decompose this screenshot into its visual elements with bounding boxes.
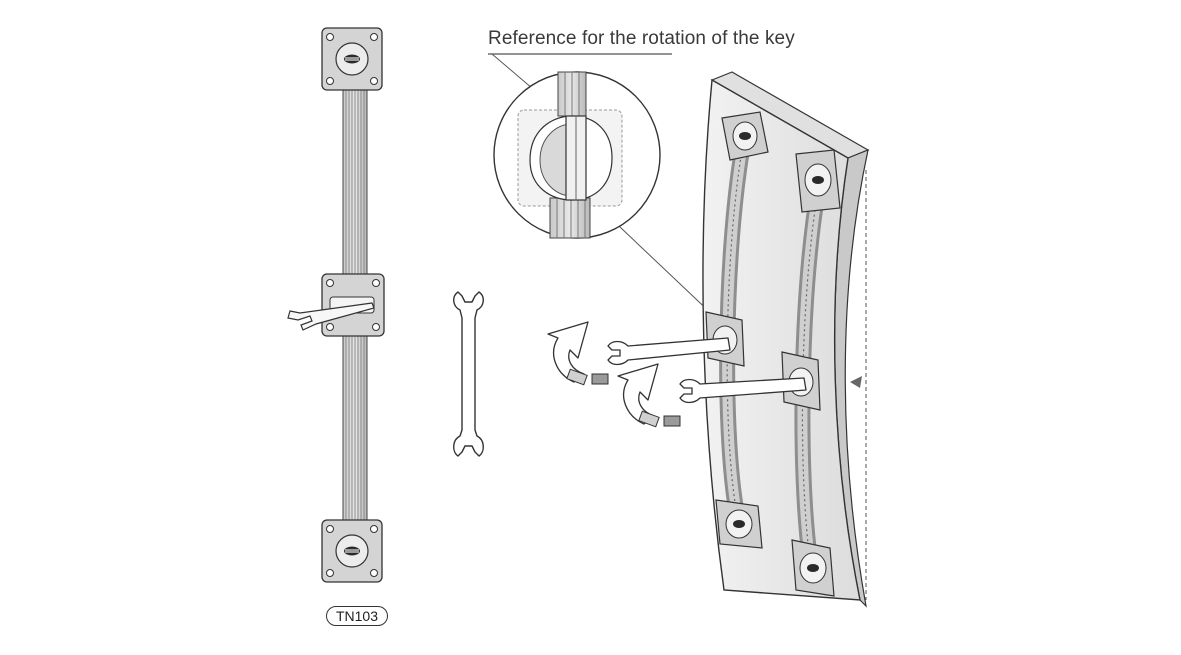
model-code-badge: TN103	[326, 606, 388, 626]
top-anchor-plate	[321, 27, 383, 91]
rotation-arrow-icon	[547, 321, 609, 386]
wrench-icon	[607, 337, 731, 366]
middle-tension-plate	[287, 273, 385, 337]
panel-plate-bottom-left	[715, 499, 763, 549]
panel-plate-top-right	[795, 149, 841, 213]
wrench-icon	[679, 377, 807, 404]
panel-plate-top-left	[721, 111, 769, 161]
key-rotation-detail-callout	[488, 53, 717, 319]
callout-label: Reference for the rotation of the key	[488, 28, 795, 49]
rotation-arrow-icon	[617, 363, 681, 428]
tensioner-assembly	[287, 27, 385, 583]
wrench-icon	[453, 291, 484, 457]
panel-plate-bottom-right	[791, 539, 835, 597]
bottom-anchor-plate	[321, 519, 383, 583]
